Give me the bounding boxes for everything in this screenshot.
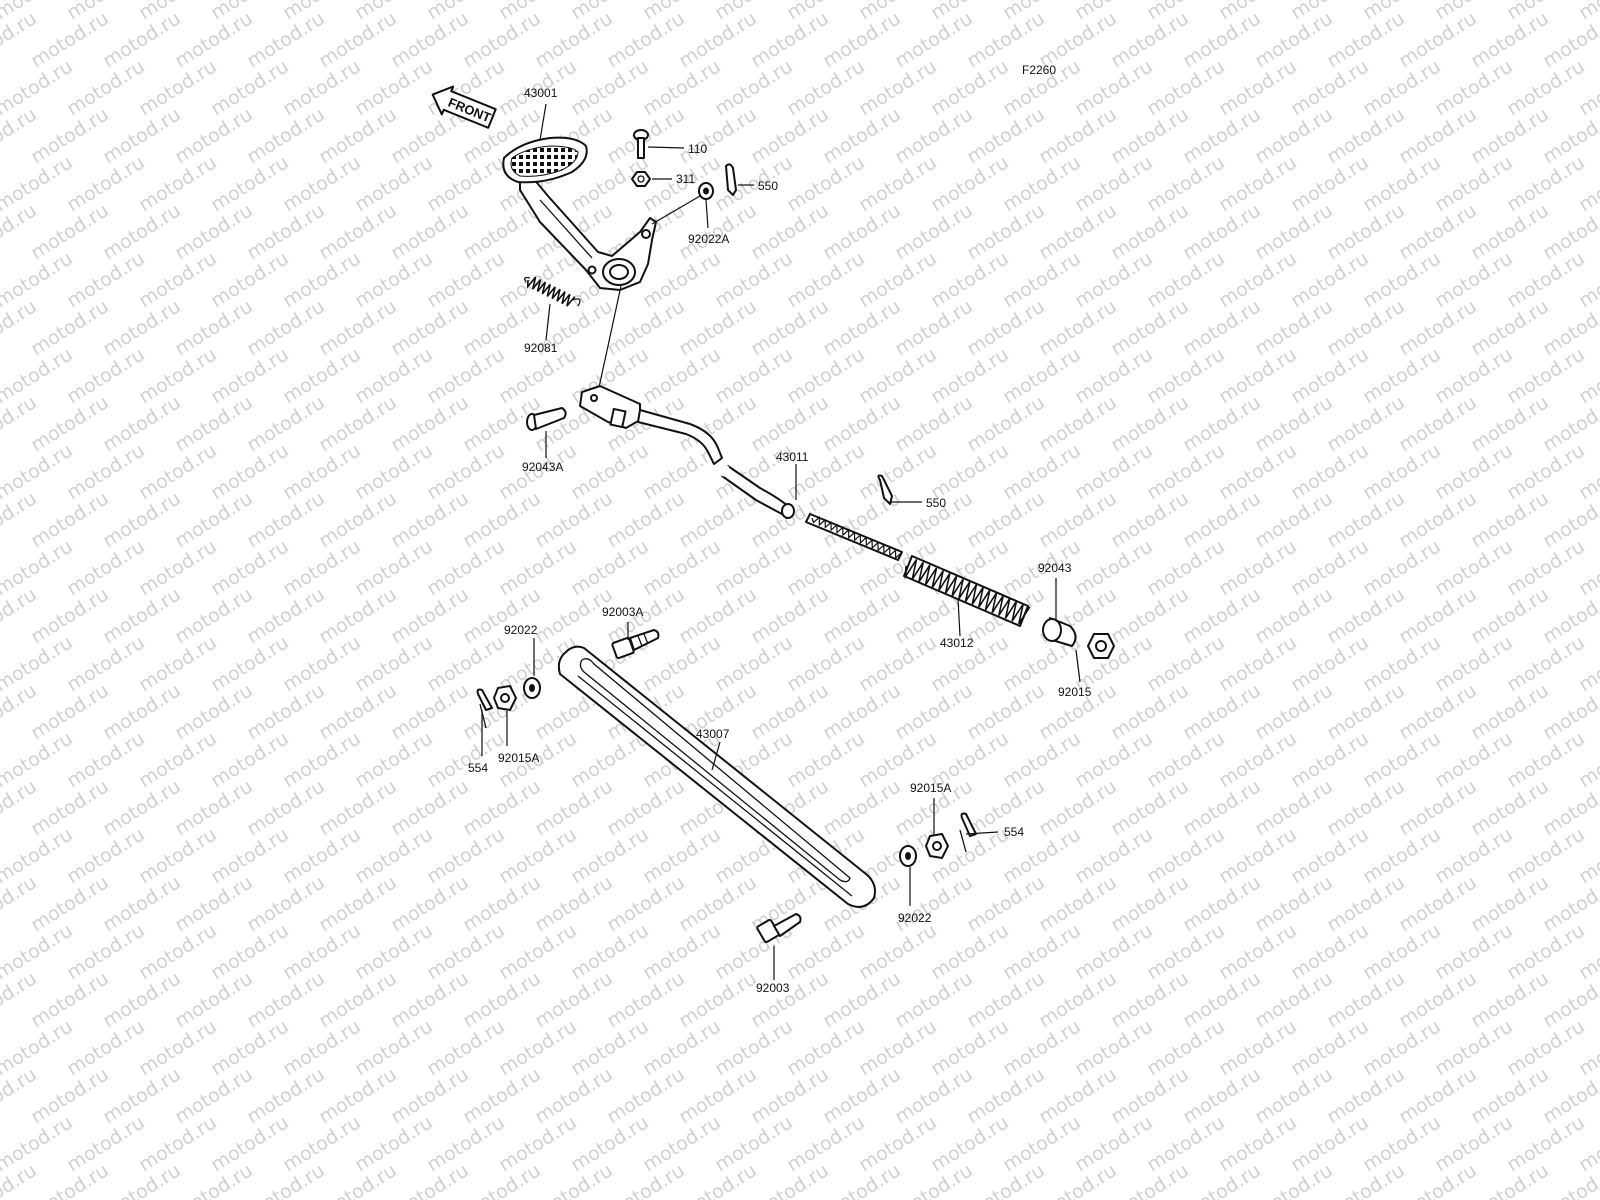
joint-92043 [1042,617,1077,647]
label-92015A-lower: 92015A [910,781,951,795]
label-92043A: 92043A [522,460,563,474]
label-43001: 43001 [524,86,558,100]
figure-code: F2260 [1022,63,1056,77]
spring-92081 [524,276,581,307]
label-92003: 92003 [756,981,790,995]
label-92003A: 92003A [602,605,643,619]
bolt-92003 [756,913,802,944]
nut-92015 [1087,633,1115,659]
label-92043: 92043 [1038,561,1072,575]
label-43007: 43007 [696,727,730,741]
clip-554-upper [476,688,493,729]
label-92081: 92081 [524,341,558,355]
bolt-92003A [611,629,660,660]
cotter-pin-550-mid [877,474,893,505]
label-43012: 43012 [940,636,974,650]
part-labels: 43001 110 311 550 92022A 92081 92043A 43… [468,86,1092,995]
nut-92015A-lower [925,833,949,859]
label-43011: 43011 [776,450,809,464]
clip-554-lower [959,812,977,853]
label-311: 311 [676,172,695,186]
pin-92043A [526,407,567,431]
label-550-top: 550 [758,179,778,193]
rod-spring-43012 [805,513,1031,627]
washer-92022A [698,182,714,200]
label-554-upper: 554 [468,761,488,775]
label-554-lower: 554 [1004,825,1024,839]
label-110: 110 [688,142,707,156]
label-92015A-upper: 92015A [498,751,539,765]
nut-92015A-upper [493,685,517,711]
brake-rod-43011 [579,385,795,519]
bolt-110 [633,129,649,159]
brake-pedal [502,136,657,291]
washer-92022-lower [899,845,917,867]
label-92022-lower: 92022 [898,911,932,925]
label-550-mid: 550 [926,496,946,510]
cotter-pin-550-top [725,163,737,196]
nut-311 [631,171,651,187]
label-92022A: 92022A [688,232,729,246]
torque-link-43007 [557,645,876,908]
leader-lines [481,103,1081,980]
label-92015: 92015 [1058,685,1092,699]
washer-92022-upper [523,677,541,699]
label-92022-upper: 92022 [504,623,538,637]
